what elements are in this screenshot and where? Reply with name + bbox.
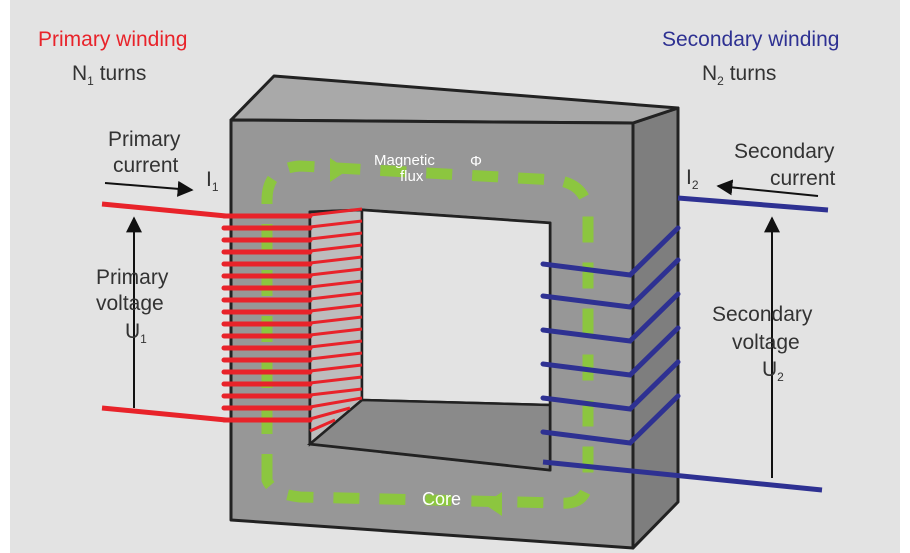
secondary-coil-turns [540, 225, 681, 446]
primary-winding-title: Primary winding [38, 28, 187, 51]
core-window-back [360, 208, 552, 407]
secondary-current-symbol: I2 [686, 166, 699, 192]
primary-current-arrow [104, 180, 194, 197]
primary-current-line1: Primary [108, 128, 181, 151]
transformer-illustration: Primary winding N1 turns Secondary windi… [38, 28, 839, 550]
primary-winding [101, 201, 363, 433]
secondary-voltage-symbol: U2 [762, 358, 784, 384]
primary-voltage-line1: Primary [96, 266, 169, 289]
primary-voltage-line2: voltage [96, 292, 164, 315]
secondary-lead-bottom [542, 459, 823, 493]
secondary-current-line1: Secondary [734, 140, 835, 163]
primary-lead-bottom [101, 405, 227, 423]
primary-current-symbol: I1 [206, 168, 219, 194]
secondary-current-arrow [716, 179, 819, 197]
primary-current-line2: current [113, 154, 179, 177]
magnetic-flux-path [261, 160, 594, 509]
core-top-face [229, 74, 680, 125]
core-label: Core [422, 489, 461, 509]
flux-label-line2: flux [400, 168, 424, 185]
flux-arrow-bottom [484, 492, 502, 516]
secondary-current-line2: current [770, 167, 836, 190]
secondary-winding-title: Secondary winding [662, 28, 839, 51]
secondary-lead-top [677, 195, 829, 213]
flux-symbol: Φ [470, 153, 482, 170]
transformer-core [229, 74, 680, 550]
secondary-voltage-line2: voltage [732, 331, 800, 354]
flux-arrow-top [330, 158, 348, 182]
core-window-inner-bottom [306, 398, 552, 472]
primary-coil-side [309, 207, 363, 433]
primary-turns-label: N1 turns [72, 62, 146, 88]
flux-label-line1: Magnetic [374, 152, 435, 169]
secondary-winding [540, 195, 829, 493]
primary-coil-turns [221, 213, 313, 423]
primary-lead-top [101, 201, 227, 219]
primary-voltage-symbol: U1 [125, 320, 147, 346]
secondary-voltage-line1: Secondary [712, 303, 813, 326]
secondary-turns-label: N2 turns [702, 62, 776, 88]
